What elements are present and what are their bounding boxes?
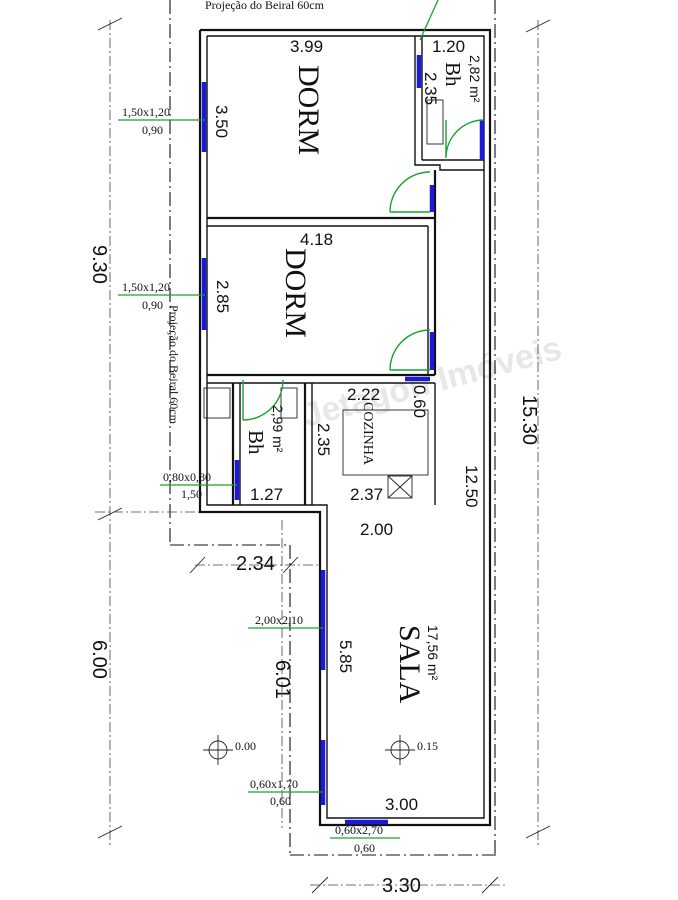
front-width: 3.30: [382, 875, 421, 897]
window1-sill: 0,90: [142, 123, 163, 137]
exterior-walls: [198, 28, 492, 827]
dorm2-width: 4.18: [300, 230, 333, 249]
north-line: [419, 0, 439, 41]
bath1-height: 2.35: [421, 72, 440, 105]
kitchen-width-bottom: 2.37: [350, 485, 383, 504]
window4-size: 2,00x2,10: [255, 613, 303, 627]
dimension-lines: [95, 17, 551, 894]
sala-height: 5.85: [336, 640, 355, 673]
dorm1-height: 3.50: [212, 105, 231, 138]
eave-projection: [169, 0, 500, 856]
sala-name: SALA: [393, 625, 426, 704]
kitchen-counter: [203, 99, 444, 499]
front-depth: 9.30: [88, 245, 110, 284]
window6-size: 0,60x2,70: [335, 823, 383, 837]
side-depth: 6.01: [271, 660, 293, 699]
eave-label-side: Projeção do Beiral 60cm: [167, 305, 181, 425]
window2-sill: 0,90: [142, 298, 163, 312]
dorm1-name: DORM: [292, 65, 325, 155]
kitchen-width-top: 2.22: [347, 385, 380, 404]
passage-width: 2.00: [360, 520, 393, 539]
kitchen-side: 0.60: [410, 385, 429, 418]
bath2-area: 2,99 m²: [270, 405, 286, 453]
window-leaders: [118, 119, 400, 839]
rear-depth: 6.00: [88, 640, 110, 679]
windows: [201, 55, 485, 825]
kitchen-height: 2.35: [314, 423, 333, 456]
window3-size: 0,80x0,80: [163, 470, 211, 484]
window2-size: 1,50x1,20: [122, 280, 170, 294]
sala-width: 3.00: [385, 795, 418, 814]
level-marker-1: 0.00: [203, 735, 256, 765]
doors: [242, 119, 485, 421]
window5-sill: 0,60: [270, 794, 291, 808]
dorm2-name: DORM: [279, 248, 312, 338]
level-label-1: 0.00: [235, 739, 256, 753]
total-depth: 15.30: [518, 395, 540, 445]
bath1-name: Bh: [441, 62, 465, 87]
offset-width: 2.34: [236, 553, 275, 575]
window1-size: 1,50x1,20: [122, 105, 170, 119]
window5-size: 0,60x1,70: [250, 777, 298, 791]
corridor-length: 12.50: [462, 465, 481, 508]
dorm1-width: 3.99: [290, 37, 323, 56]
level-marker-2: 0.15: [385, 735, 438, 765]
bath2-name: Bh: [244, 430, 268, 455]
bath1-area: 2,82 m²: [467, 55, 483, 103]
eave-label-top: Projeção do Beiral 60cm: [205, 0, 325, 12]
bath1-width: 1.20: [432, 37, 465, 56]
kitchen-name: COZINHA: [360, 402, 375, 466]
sala-area: 17,56 m²: [425, 625, 441, 681]
dorm2-height: 2.85: [213, 280, 232, 313]
window3-sill: 1,50: [181, 487, 202, 501]
interior-walls: [207, 36, 484, 505]
window6-sill: 0,60: [354, 841, 375, 855]
level-label-2: 0.15: [417, 739, 438, 753]
bath2-width: 1.27: [250, 485, 283, 504]
